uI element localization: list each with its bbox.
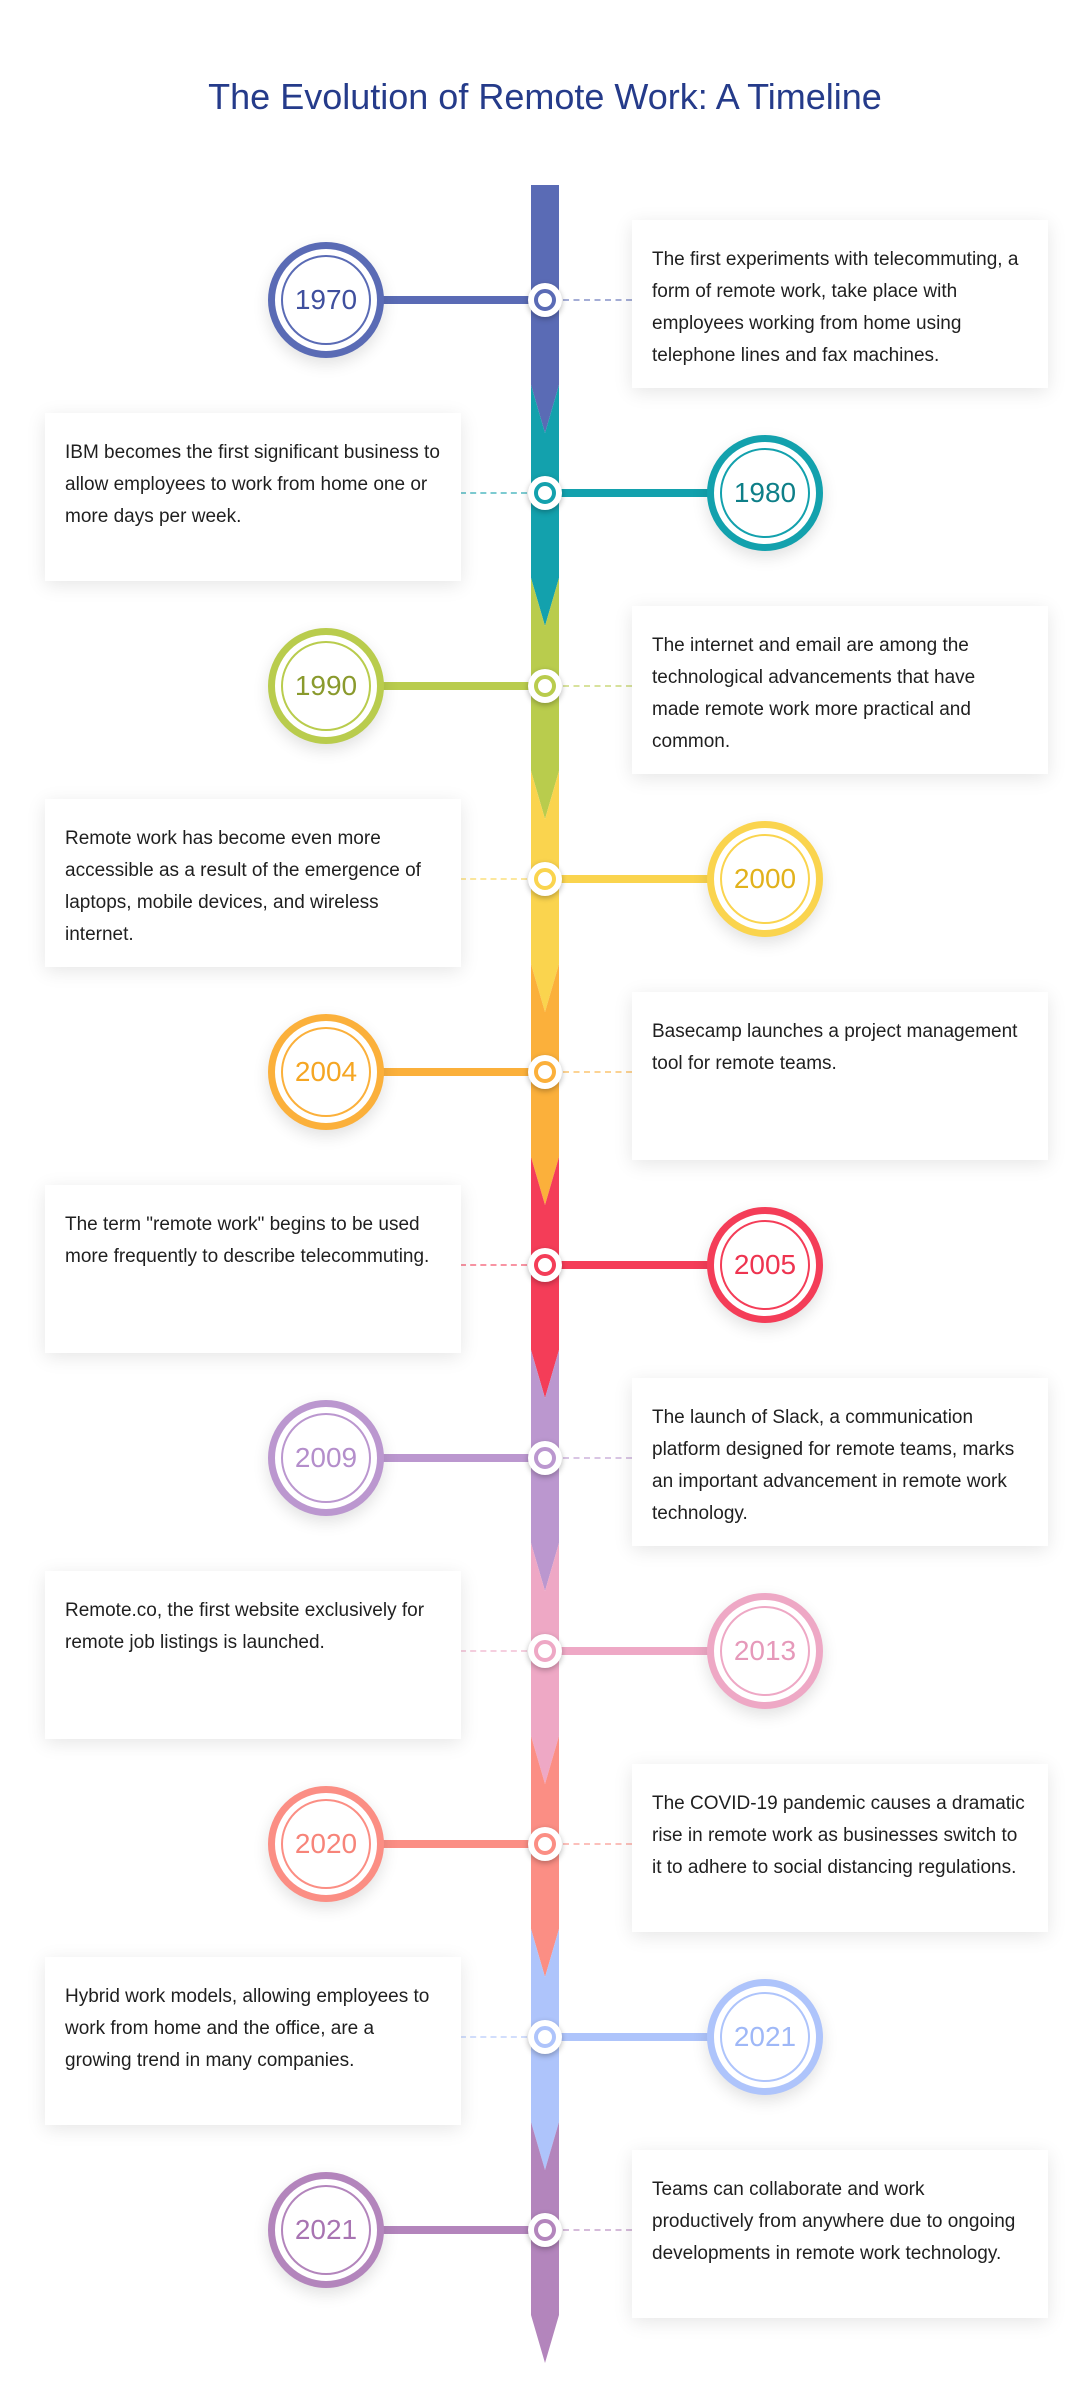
event-card: Hybrid work models, allowing employees t… <box>45 1957 461 2125</box>
card-link <box>563 299 632 301</box>
timeline-node <box>528 862 562 896</box>
year-connector <box>360 296 545 304</box>
card-link <box>563 1071 632 1073</box>
card-link <box>460 878 527 880</box>
timeline-node <box>528 2213 562 2247</box>
year-badge: 1970 <box>268 242 384 358</box>
event-card: Remote work has become even more accessi… <box>45 799 461 967</box>
year-badge: 1990 <box>268 628 384 744</box>
year-badge: 2000 <box>707 821 823 937</box>
event-description: Hybrid work models, allowing employees t… <box>65 1986 430 2071</box>
event-description: Teams can collaborate and work productiv… <box>652 2179 1016 2264</box>
card-link <box>460 1264 527 1266</box>
page-title: The Evolution of Remote Work: A Timeline <box>208 76 882 117</box>
year-badge: 2005 <box>707 1207 823 1323</box>
year-label: 1980 <box>720 448 810 538</box>
event-description: Remote work has become even more accessi… <box>65 828 421 945</box>
year-connector <box>360 682 545 690</box>
event-description: The internet and email are among the tec… <box>652 635 976 752</box>
card-link <box>563 685 632 687</box>
year-connector <box>545 875 730 883</box>
timeline-node <box>528 476 562 510</box>
year-badge: 2021 <box>268 2172 384 2288</box>
card-link <box>563 1457 632 1459</box>
event-card: The COVID-19 pandemic causes a dramatic … <box>632 1764 1048 1932</box>
year-badge: 2004 <box>268 1014 384 1130</box>
card-link <box>563 2229 632 2231</box>
event-description: Basecamp launches a project management t… <box>652 1021 1018 1074</box>
year-label: 2000 <box>720 834 810 924</box>
year-badge: 2013 <box>707 1593 823 1709</box>
year-label: 2013 <box>720 1606 810 1696</box>
timeline-node <box>528 1441 562 1475</box>
year-label: 2020 <box>281 1799 371 1889</box>
event-card: The first experiments with telecommuting… <box>632 220 1048 388</box>
year-label: 2004 <box>281 1027 371 1117</box>
event-description: The launch of Slack, a communication pla… <box>652 1407 1015 1524</box>
card-link <box>563 1843 632 1845</box>
event-description: IBM becomes the first significant busine… <box>65 442 440 527</box>
timeline-node <box>528 2020 562 2054</box>
timeline-node <box>528 1248 562 1282</box>
year-connector <box>545 2033 730 2041</box>
event-card: The internet and email are among the tec… <box>632 606 1048 774</box>
year-label: 2021 <box>720 1992 810 2082</box>
timeline-node <box>528 1055 562 1089</box>
year-connector <box>545 1647 730 1655</box>
year-label: 2005 <box>720 1220 810 1310</box>
year-connector <box>360 1068 545 1076</box>
event-card: IBM becomes the first significant busine… <box>45 413 461 581</box>
timeline-node <box>528 283 562 317</box>
year-label: 2021 <box>281 2185 371 2275</box>
year-badge: 1980 <box>707 435 823 551</box>
event-card: Remote.co, the first website exclusively… <box>45 1571 461 1739</box>
event-description: The first experiments with telecommuting… <box>652 249 1019 366</box>
year-connector <box>360 2226 545 2234</box>
year-label: 1990 <box>281 641 371 731</box>
event-card: Teams can collaborate and work productiv… <box>632 2150 1048 2318</box>
year-badge: 2021 <box>707 1979 823 2095</box>
year-connector <box>360 1840 545 1848</box>
event-card: The term "remote work" begins to be used… <box>45 1185 461 1353</box>
timeline-node <box>528 1827 562 1861</box>
year-connector <box>545 489 730 497</box>
timeline-node <box>528 1634 562 1668</box>
event-card: The launch of Slack, a communication pla… <box>632 1378 1048 1546</box>
event-description: Remote.co, the first website exclusively… <box>65 1600 425 1653</box>
year-label: 2009 <box>281 1413 371 1503</box>
event-card: Basecamp launches a project management t… <box>632 992 1048 1160</box>
year-connector <box>360 1454 545 1462</box>
card-link <box>460 2036 527 2038</box>
year-badge: 2009 <box>268 1400 384 1516</box>
year-connector <box>545 1261 730 1269</box>
card-link <box>460 492 527 494</box>
event-description: The term "remote work" begins to be used… <box>65 1214 430 1267</box>
year-label: 1970 <box>281 255 371 345</box>
event-description: The COVID-19 pandemic causes a dramatic … <box>652 1793 1025 1878</box>
card-link <box>460 1650 527 1652</box>
timeline-node <box>528 669 562 703</box>
year-badge: 2020 <box>268 1786 384 1902</box>
